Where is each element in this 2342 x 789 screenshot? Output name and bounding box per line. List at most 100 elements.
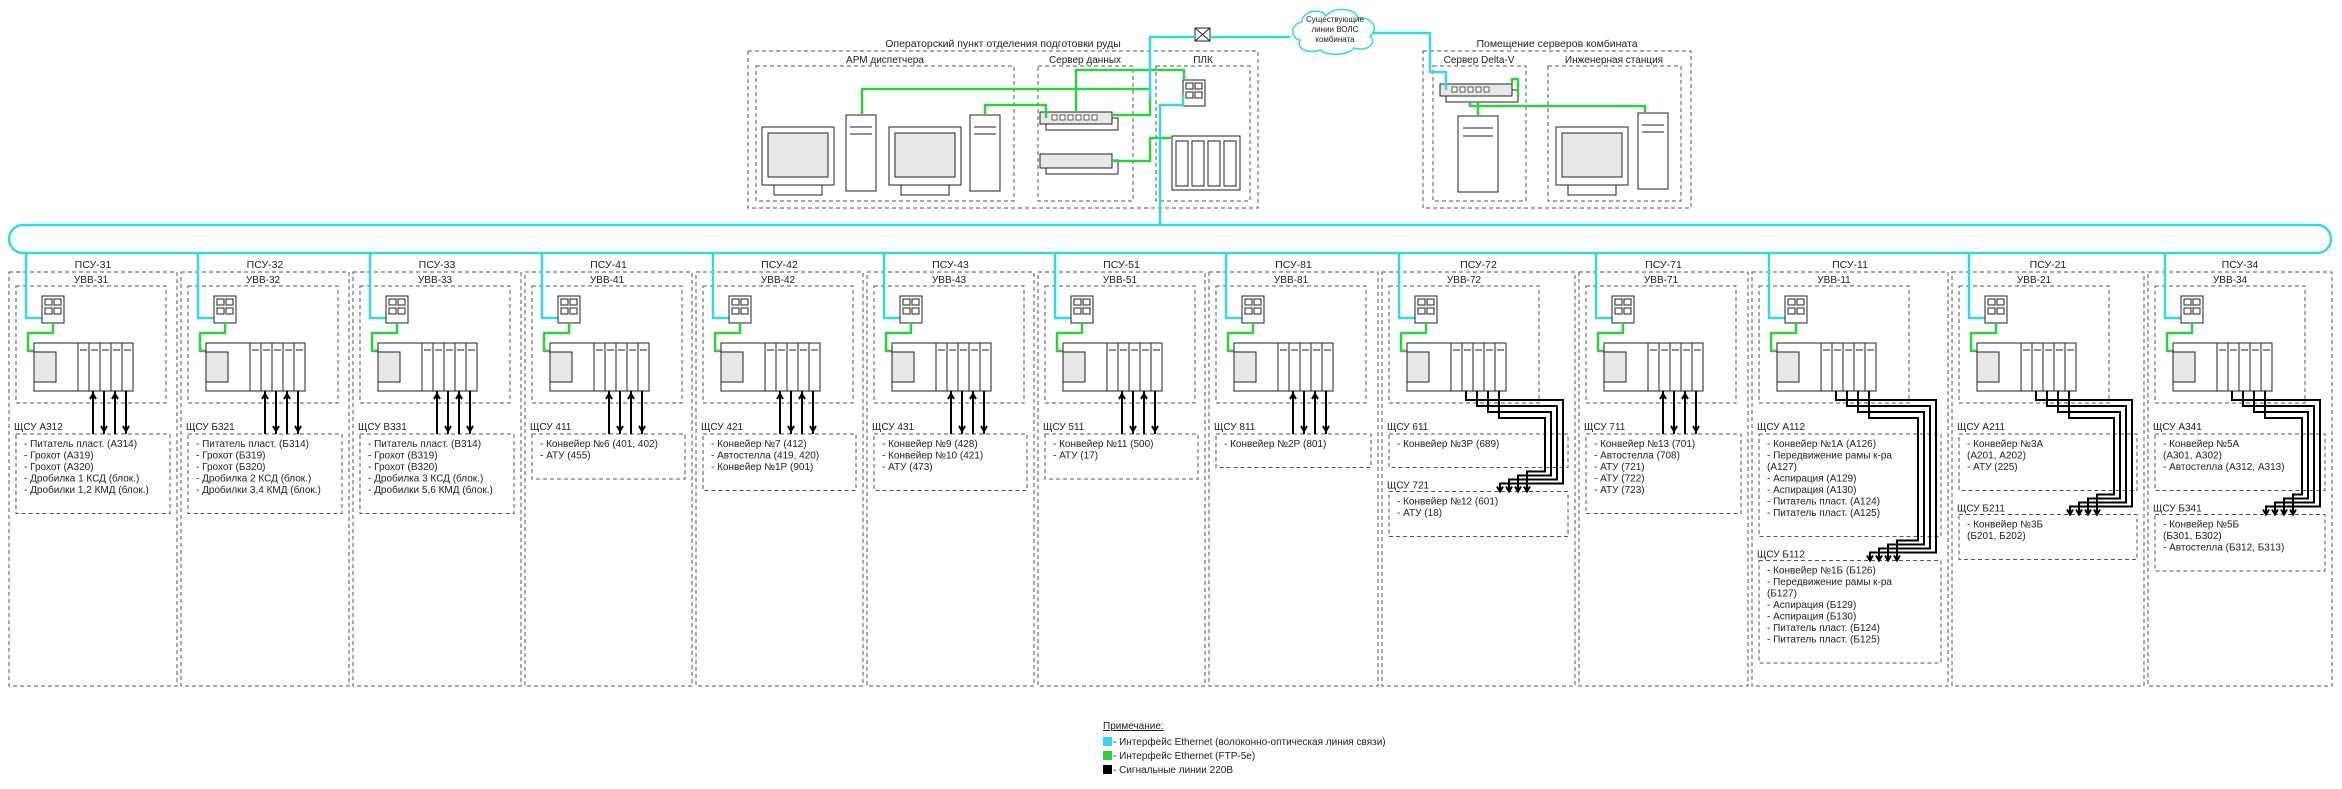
- panel-item: - АТУ (473): [882, 462, 933, 473]
- signal-line: [2231, 391, 2321, 515]
- ftp-link: [713, 323, 742, 353]
- psu-title: ПСУ-72: [1460, 259, 1497, 271]
- signal-arrow: [455, 392, 463, 400]
- panel-item: - Конвейер №11 (500): [1053, 439, 1154, 450]
- fiber-link: [2163, 253, 2181, 320]
- fiber-link: [711, 253, 729, 320]
- workstation-icon: [761, 114, 877, 196]
- eng-label: Инженерная станция: [1565, 55, 1663, 66]
- signal-arrow: [1505, 485, 1513, 494]
- operator-room-title: Операторский пункт отделения подготовки …: [885, 38, 1121, 50]
- signal-arrow: [2289, 508, 2297, 517]
- signal-arrow: [1514, 485, 1522, 494]
- signal-arrow: [2084, 508, 2092, 517]
- ftp-link: [2165, 323, 2194, 353]
- panel-name: ЩСУ А341: [2153, 422, 2202, 433]
- uvv-title: УВВ-42: [761, 275, 796, 286]
- psu-frame: [1951, 271, 2145, 687]
- signal-arrow: [89, 392, 97, 400]
- psu-title: ПСУ-21: [2030, 259, 2067, 271]
- signal-arrow: [433, 392, 441, 400]
- panel-item: - Аспирация (Б130): [1767, 612, 1856, 623]
- psu-frame: [8, 271, 178, 687]
- panel-item: (Б127): [1767, 589, 1797, 600]
- psu-title: ПСУ-51: [1103, 259, 1140, 271]
- psu-frame: [1381, 271, 1576, 687]
- psu-frame: [524, 271, 693, 687]
- ftp-link: [1969, 323, 1998, 353]
- io-rack-icon: [891, 342, 992, 392]
- panel-item: - Грохот (А320): [24, 462, 94, 473]
- tower-server-icon: [1457, 115, 1499, 193]
- signal-arrow: [466, 425, 474, 433]
- panel-item: - АТУ (721): [1594, 462, 1645, 473]
- panel-item: - Конвейер №12 (601): [1397, 497, 1498, 508]
- panel-item: (Б201, Б202): [1967, 531, 2026, 542]
- io-rack-icon: [720, 342, 821, 392]
- panel-item: - Конвейер №13 (701): [1594, 439, 1695, 450]
- io-rack-icon: [2172, 342, 2273, 392]
- signal-arrow: [1151, 425, 1159, 433]
- ftp-link: [370, 323, 399, 353]
- legend-swatch: [1103, 737, 1112, 746]
- panel-item: - Аспирация (А129): [1767, 474, 1856, 485]
- psu-frame: [1751, 271, 1949, 687]
- panel-item: - Конвейер №3Р (689): [1397, 439, 1499, 450]
- fiber-link: [1967, 253, 1985, 320]
- panel-item: - Конвейер №2Р (801): [1224, 439, 1326, 450]
- fiber-link: [24, 253, 42, 320]
- ftp-link: [1468, 102, 1647, 113]
- fiber-link: [1158, 94, 1185, 225]
- ftp-link: [1510, 77, 1520, 97]
- panel-item: - Конвейер №1Р (901): [711, 462, 813, 473]
- panel-item: - Питатель пласт. (Б314): [196, 439, 309, 450]
- panel-item: - АТУ (722): [1594, 474, 1645, 485]
- io-switch-icon: [2180, 295, 2204, 324]
- panel-item: - Дробилки 5,6 КМД (блок.): [368, 484, 493, 496]
- io-switch-icon: [728, 295, 752, 324]
- psu-frame: [180, 271, 350, 687]
- signal-arrow: [1289, 392, 1297, 400]
- signal-arrow: [1681, 392, 1689, 400]
- panel-frame: [1958, 514, 2138, 560]
- arm-label: АРМ диспетчера: [846, 55, 924, 66]
- panel-item: - Дробилка 1 КСД (блок.): [24, 473, 139, 485]
- signal-arrow: [1118, 392, 1126, 400]
- legend: Примечание: - Интерфейс Ethernet (волоко…: [1103, 721, 1386, 776]
- signal-line: [1835, 391, 1937, 561]
- panel-frame: [1758, 433, 1942, 537]
- legend-item: - Сигнальные линии 220В: [1113, 765, 1233, 776]
- data-server-frame: [1037, 65, 1134, 202]
- ftp-link: [860, 87, 1152, 117]
- panel-frame: [1758, 560, 1942, 664]
- panel-item: - Питатель пласт. (А314): [24, 439, 137, 450]
- panel-item: - АТУ (225): [1967, 462, 2018, 473]
- core-switch-icon: [1194, 27, 1211, 42]
- panel-name: ЩСУ А312: [14, 422, 63, 433]
- io-switch-icon: [41, 295, 65, 324]
- rack-server-icon: [1039, 153, 1119, 175]
- panel-item: - Грохот (В320): [368, 462, 438, 473]
- io-rack-icon: [205, 342, 306, 392]
- operator-room: Операторский пункт отделения подготовки …: [747, 38, 1259, 209]
- panel-item: - Автостелла (708): [1594, 451, 1680, 462]
- signal-arrow: [1692, 425, 1700, 433]
- panel-name: ЩСУ 811: [1214, 422, 1256, 433]
- psu-title: ПСУ-71: [1645, 259, 1682, 271]
- io-switch-icon: [1611, 295, 1635, 324]
- panel-item: - Конвейер №1А (А126): [1767, 439, 1876, 450]
- io-switch-icon: [557, 295, 581, 324]
- io-rack-icon: [549, 342, 650, 392]
- signal-arrow: [100, 425, 108, 433]
- panel-item: - Конвейер №7 (412): [711, 439, 807, 450]
- uvv-title: УВВ-11: [1817, 275, 1851, 286]
- legend-swatch: [1103, 751, 1112, 760]
- panel-name: ЩСУ Б211: [1957, 504, 2005, 515]
- uvv-title: УВВ-41: [590, 275, 625, 286]
- io-rack-icon: [1776, 342, 1877, 392]
- panel-item: - Дробилка 2 КСД (блок.): [196, 473, 311, 485]
- signal-arrow: [1496, 485, 1504, 494]
